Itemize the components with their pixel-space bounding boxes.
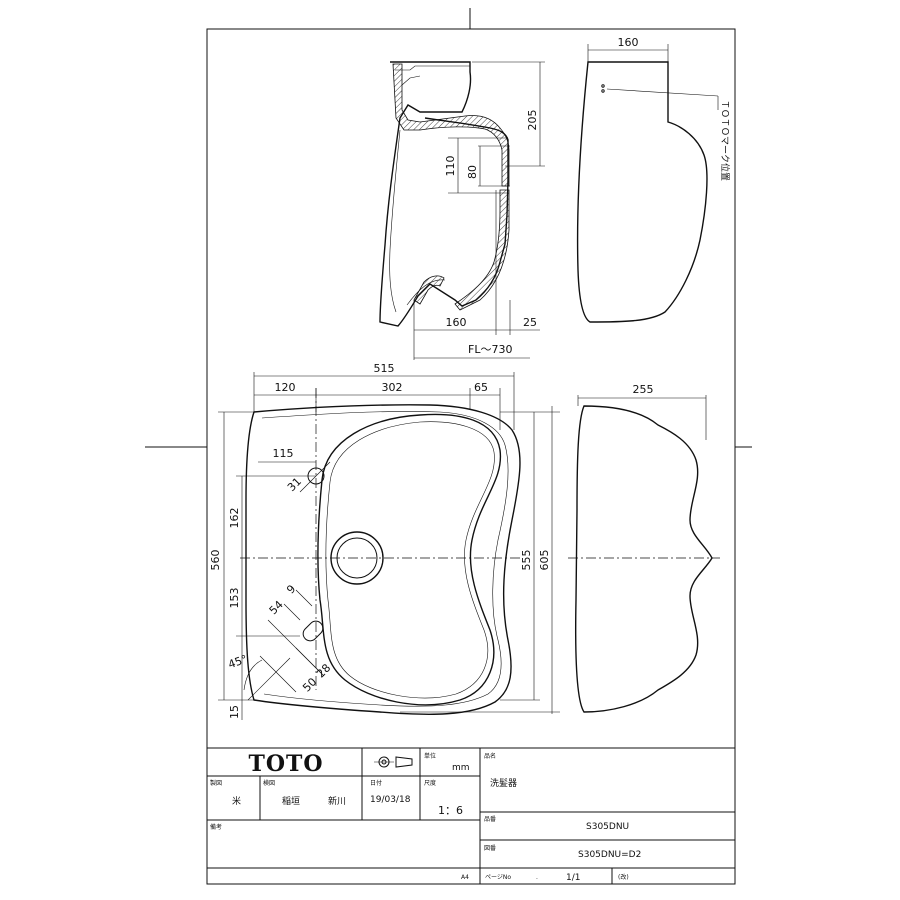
dim-560: 560 bbox=[209, 550, 222, 571]
floor-level-label: FL～730 bbox=[468, 343, 512, 356]
scale-label: 尺度 bbox=[424, 779, 436, 787]
checker-value-1: 稲垣 bbox=[282, 795, 300, 807]
drafter-value: 米 bbox=[232, 795, 241, 807]
dim-angle-45: 45° bbox=[226, 652, 249, 671]
drawing-no-value: S305DNU=D2 bbox=[578, 850, 641, 860]
dim-115: 115 bbox=[273, 447, 294, 460]
dim-54: 54 bbox=[267, 598, 286, 617]
dim-65: 65 bbox=[474, 381, 488, 394]
checker-value-2: 新川 bbox=[328, 795, 346, 807]
remarks-label: 備考 bbox=[210, 823, 222, 831]
side-section-view: 205 110 80 160 25 FL～730 bbox=[379, 61, 545, 360]
dim-9: 9 bbox=[284, 582, 298, 596]
revision-note: (改) bbox=[618, 873, 629, 881]
dim-302: 302 bbox=[382, 381, 403, 394]
checker-label: 検図 bbox=[263, 779, 275, 787]
paper-size: A4 bbox=[461, 874, 469, 881]
dim-80: 80 bbox=[466, 165, 479, 179]
drawing-no-label: 図番 bbox=[484, 845, 496, 852]
dim-50: 50 bbox=[300, 675, 319, 694]
product-no-value: S305DNU bbox=[586, 822, 629, 832]
svg-text:.: . bbox=[536, 874, 538, 881]
page-label: ページNo bbox=[485, 874, 511, 881]
title-block: TOTO 単位 mm 品名 洗髪器 製図 米 検図 稲垣 新川 日付 19/03… bbox=[206, 747, 736, 884]
dim-515: 515 bbox=[374, 362, 395, 375]
dim-555: 555 bbox=[520, 550, 533, 571]
page-value: 1/1 bbox=[566, 873, 580, 883]
toto-logo: TOTO bbox=[248, 751, 323, 777]
dim-front-255: 255 bbox=[633, 383, 654, 396]
dim-605: 605 bbox=[538, 550, 551, 571]
unit-label: 単位 bbox=[424, 752, 436, 760]
scale-value: 1：6 bbox=[438, 804, 463, 817]
dim-side-160: 160 bbox=[618, 36, 639, 49]
side-elevation-view: ＴＯＴＯマーク位置 160 bbox=[576, 36, 731, 323]
name-value: 洗髪器 bbox=[490, 777, 517, 789]
dim-162: 162 bbox=[228, 508, 241, 529]
dim-120: 120 bbox=[275, 381, 296, 394]
name-label: 品名 bbox=[484, 752, 496, 760]
toto-mark-position-note: ＴＯＴＯマーク位置 bbox=[719, 100, 731, 181]
date-label: 日付 bbox=[370, 779, 382, 787]
dim-28: 28 bbox=[314, 661, 333, 680]
date-value: 19/03/18 bbox=[370, 795, 411, 805]
dim-15: 15 bbox=[228, 705, 241, 719]
dim-153: 153 bbox=[228, 588, 241, 609]
dim-205: 205 bbox=[526, 110, 539, 131]
front-elevation-view: 255 bbox=[568, 383, 720, 713]
drafter-label: 製図 bbox=[210, 779, 222, 787]
unit-value: mm bbox=[452, 763, 470, 773]
third-angle-projection-icon bbox=[374, 756, 413, 768]
dim-bottom-25: 25 bbox=[523, 316, 537, 329]
dim-110: 110 bbox=[444, 156, 457, 177]
dim-bottom-160: 160 bbox=[446, 316, 467, 329]
sheet-frame bbox=[145, 8, 752, 885]
plan-view: 31 515 120 302 65 115 560 162 153 15 bbox=[209, 362, 560, 720]
product-no-label: 品番 bbox=[484, 816, 496, 823]
